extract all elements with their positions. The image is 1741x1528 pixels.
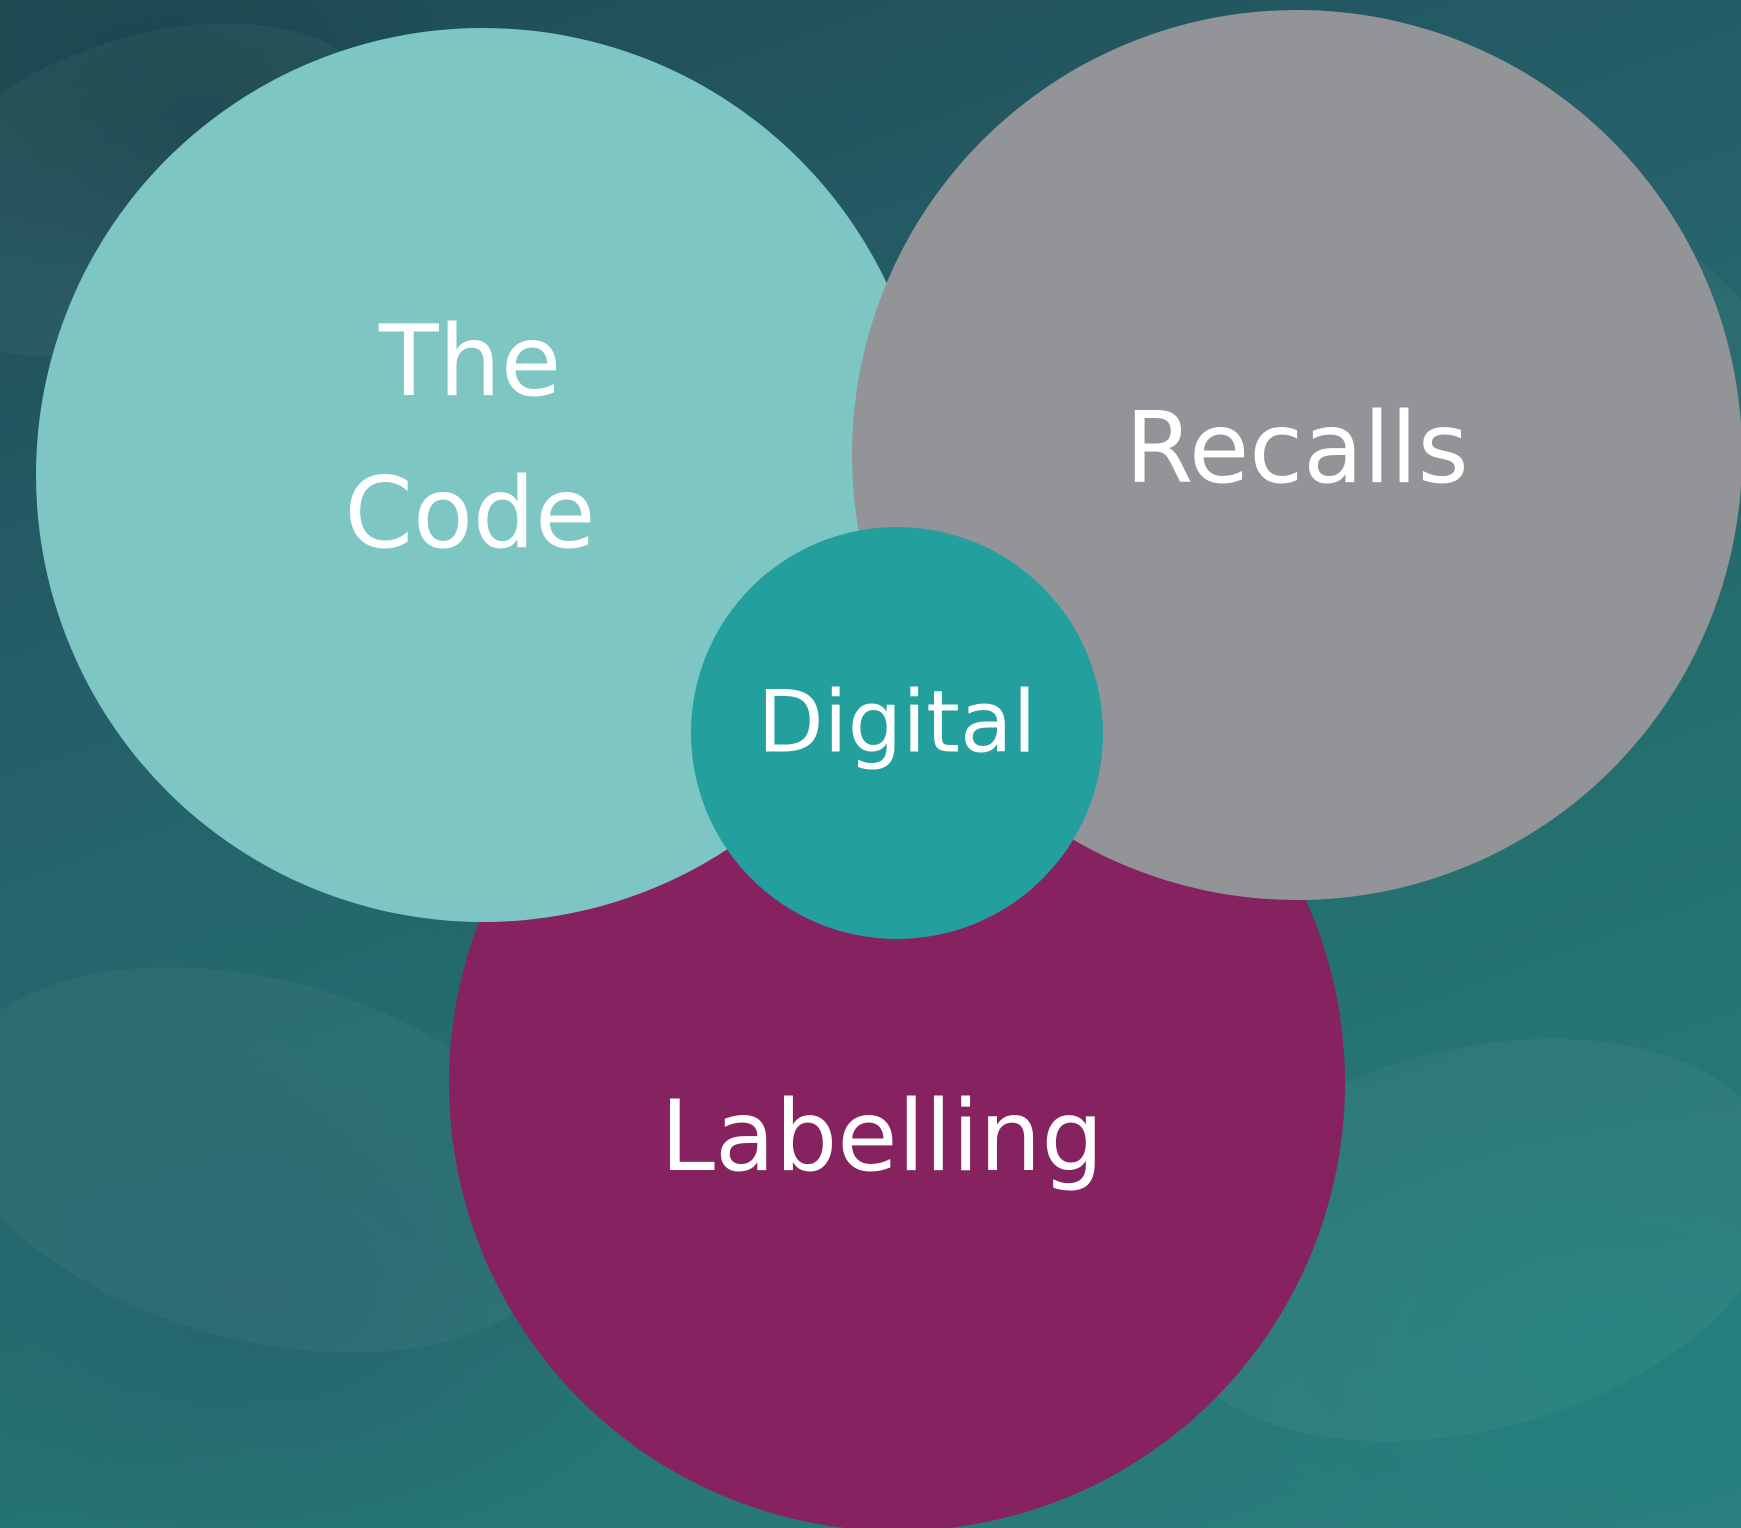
the-code-label-line-2: Code (345, 457, 596, 571)
the-code-label-line-1: The (378, 305, 561, 419)
digital-label: Digital (758, 672, 1037, 772)
digital-circle (691, 527, 1103, 939)
labelling-label: Labelling (660, 1080, 1103, 1194)
recalls-label: Recalls (1125, 392, 1468, 506)
